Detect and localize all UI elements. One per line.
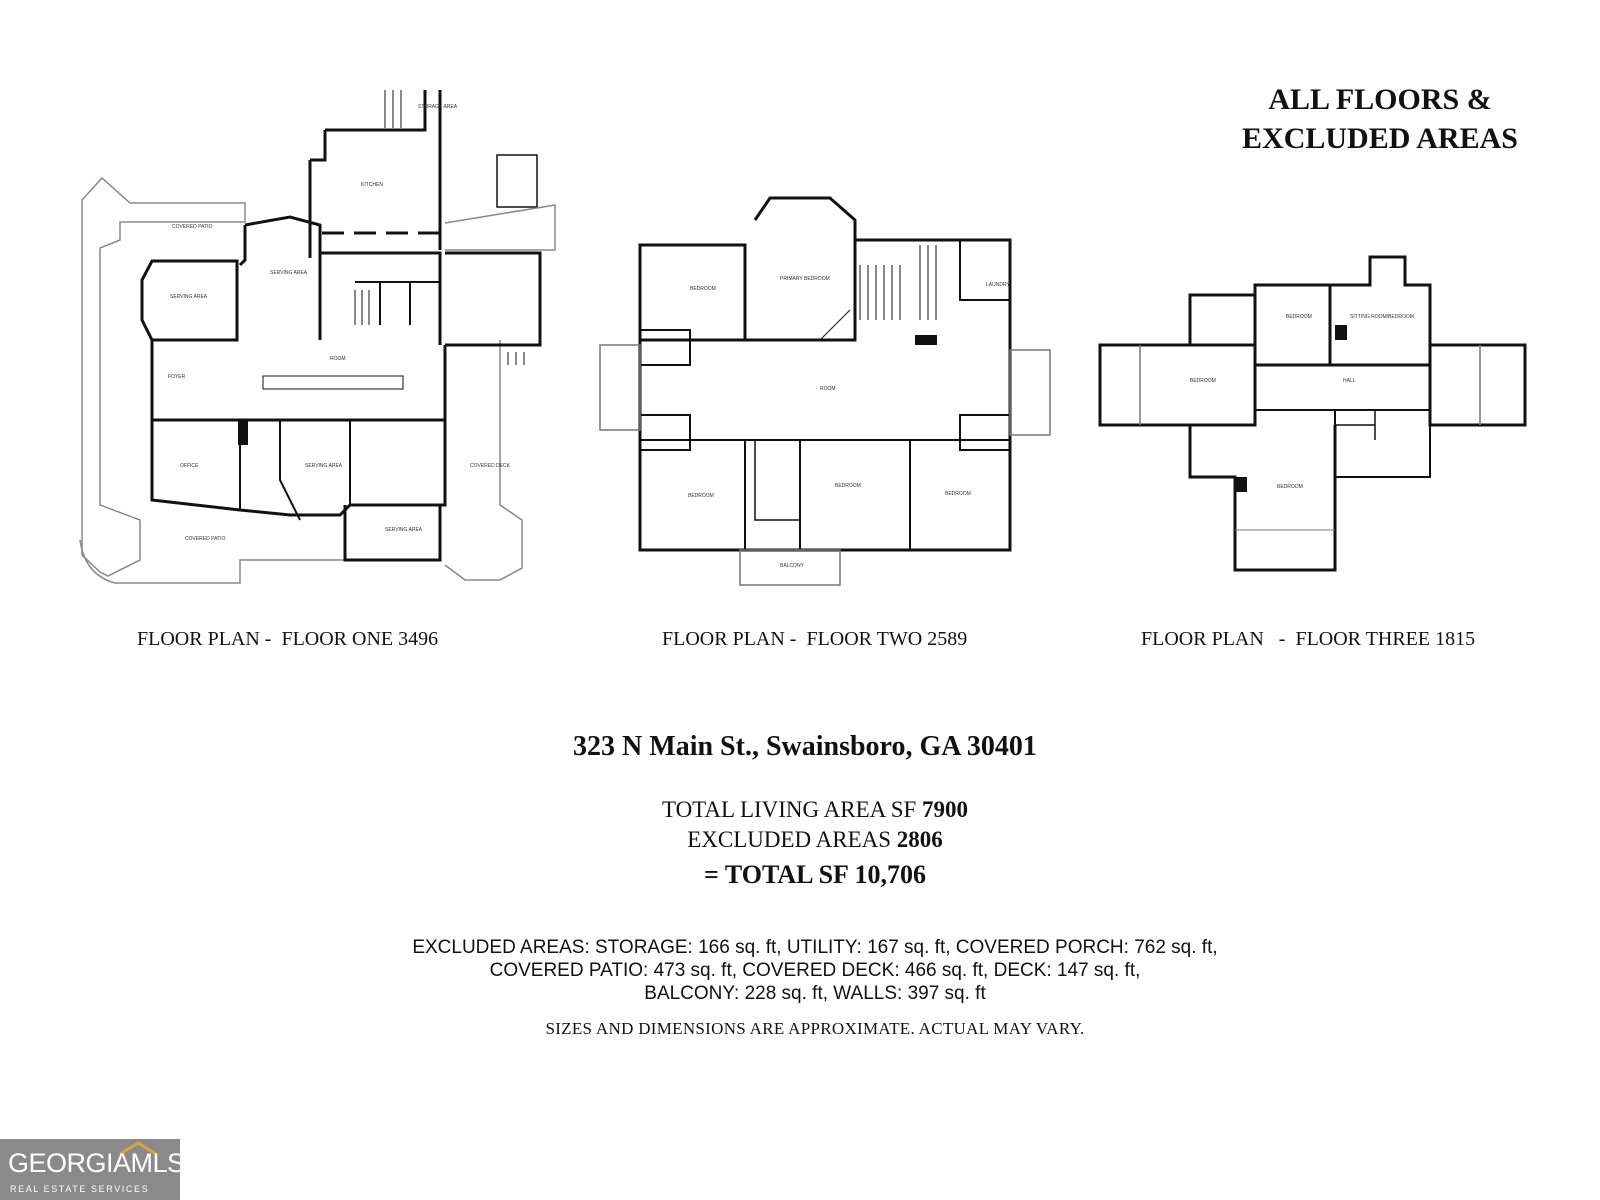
- svg-text:COVERED PATIO: COVERED PATIO: [185, 536, 225, 542]
- floor-one-plan: STORAGE AREA KITCHEN COVERED PATIO SERVI…: [79, 90, 556, 584]
- svg-text:BEDROOM: BEDROOM: [945, 491, 971, 497]
- floor-plans-drawing: STORAGE AREA KITCHEN COVERED PATIO SERVI…: [79, 90, 1527, 586]
- svg-text:KITCHEN: KITCHEN: [361, 182, 383, 188]
- floor-one-caption: FLOOR PLAN - FLOOR ONE 3496: [137, 628, 439, 650]
- svg-text:COVERED DECK: COVERED DECK: [470, 463, 511, 469]
- svg-text:BEDROOM: BEDROOM: [1190, 378, 1216, 384]
- svg-text:BEDROOM: BEDROOM: [1286, 314, 1312, 320]
- svg-text:STORAGE AREA: STORAGE AREA: [418, 104, 458, 110]
- svg-text:BALCONY: BALCONY: [780, 563, 805, 569]
- svg-text:BEDROOM: BEDROOM: [690, 286, 716, 292]
- logo-subtitle: REAL ESTATE SERVICES: [10, 1184, 150, 1194]
- floor-three-plan: BEDROOM SITTING ROOM/BEDROOM BEDROOM HAL…: [1098, 255, 1527, 572]
- svg-text:SERVING AREA: SERVING AREA: [270, 270, 308, 276]
- svg-text:SITTING ROOM/BEDROOM: SITTING ROOM/BEDROOM: [1350, 314, 1414, 320]
- floor-two-caption: FLOOR PLAN - FLOOR TWO 2589: [662, 628, 968, 650]
- excluded-breakdown: EXCLUDED AREAS: STORAGE: 166 sq. ft, UTI…: [0, 936, 1600, 1005]
- page-heading: ALL FLOORS & EXCLUDED AREAS: [1230, 80, 1530, 158]
- excluded-line-3: BALCONY: 228 sq. ft, WALLS: 397 sq. ft: [644, 983, 986, 1004]
- svg-text:BEDROOM: BEDROOM: [1277, 484, 1303, 490]
- svg-text:SERVING AREA: SERVING AREA: [170, 294, 208, 300]
- svg-text:LAUNDRY: LAUNDRY: [986, 282, 1010, 288]
- svg-text:ROOM: ROOM: [820, 386, 836, 392]
- svg-text:BEDROOM: BEDROOM: [688, 493, 714, 499]
- living-value: 7900: [922, 797, 969, 822]
- georgia-mls-logo: GEORGIAMLS REAL ESTATE SERVICES: [0, 1139, 185, 1200]
- svg-text:COVERED PATIO: COVERED PATIO: [172, 224, 212, 230]
- grand-total: = TOTAL SF 10,706: [704, 860, 926, 889]
- svg-text:BEDROOM: BEDROOM: [835, 483, 861, 489]
- living-label: TOTAL LIVING AREA SF: [661, 797, 917, 822]
- excluded-label: EXCLUDED AREAS: [687, 827, 892, 852]
- svg-text:ROOM: ROOM: [330, 356, 346, 362]
- total-living-area: TOTAL LIVING AREA SF 7900: [0, 797, 1600, 823]
- svg-text:FOYER: FOYER: [168, 374, 186, 380]
- excluded-line-1: EXCLUDED AREAS: STORAGE: 166 sq. ft, UTI…: [412, 937, 1218, 958]
- floor-three-caption: FLOOR PLAN - FLOOR THREE 1815: [1141, 628, 1476, 650]
- property-address: 323 N Main St., Swainsboro, GA 30401: [573, 731, 1037, 762]
- floor-two-plan: BEDROOM PRIMARY BEDROOM ROOM BEDROOM BED…: [599, 196, 1051, 586]
- disclaimer: SIZES AND DIMENSIONS ARE APPROXIMATE. AC…: [545, 1019, 1085, 1038]
- svg-text:HALL: HALL: [1343, 378, 1356, 384]
- roof-icon: [119, 1141, 157, 1155]
- heading-line-1: ALL FLOORS &: [1268, 83, 1492, 116]
- logo-name: GEORGIAMLS: [8, 1148, 185, 1178]
- svg-text:OFFICE: OFFICE: [180, 463, 199, 469]
- heading-line-2: EXCLUDED AREAS: [1242, 122, 1518, 155]
- svg-text:PRIMARY BEDROOM: PRIMARY BEDROOM: [780, 276, 830, 282]
- excluded-value: 2806: [896, 827, 943, 852]
- excluded-line-2: COVERED PATIO: 473 sq. ft, COVERED DECK:…: [489, 960, 1141, 981]
- svg-text:SERVING AREA: SERVING AREA: [305, 463, 343, 469]
- excluded-areas-total: EXCLUDED AREAS 2806: [0, 827, 1600, 853]
- svg-text:SERVING AREA: SERVING AREA: [385, 527, 423, 533]
